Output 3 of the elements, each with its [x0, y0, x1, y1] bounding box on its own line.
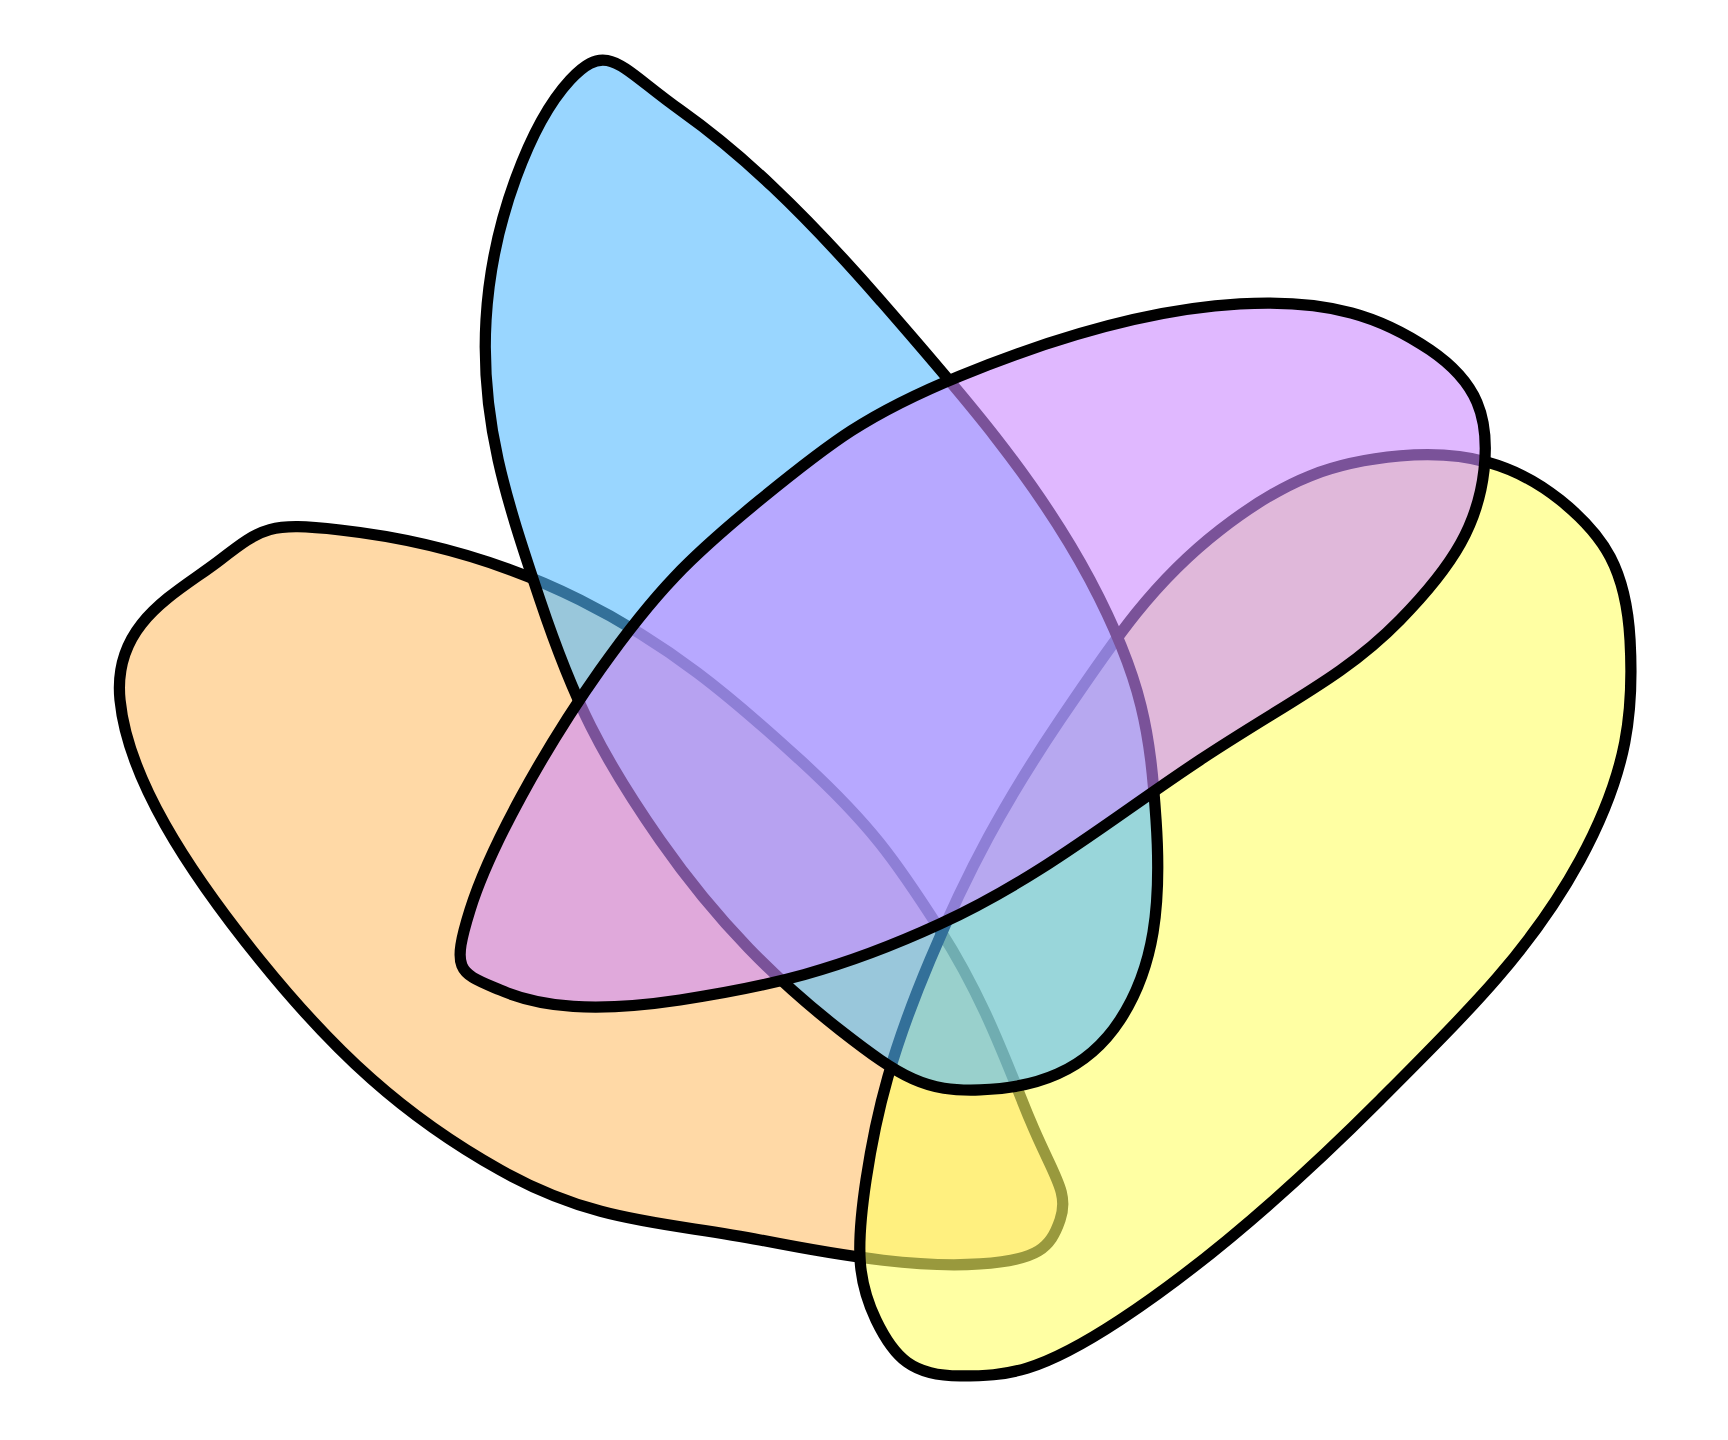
venn-shape [479, 54, 1164, 1096]
venn-shape [854, 449, 1637, 1382]
venn-shape [454, 297, 1491, 1013]
